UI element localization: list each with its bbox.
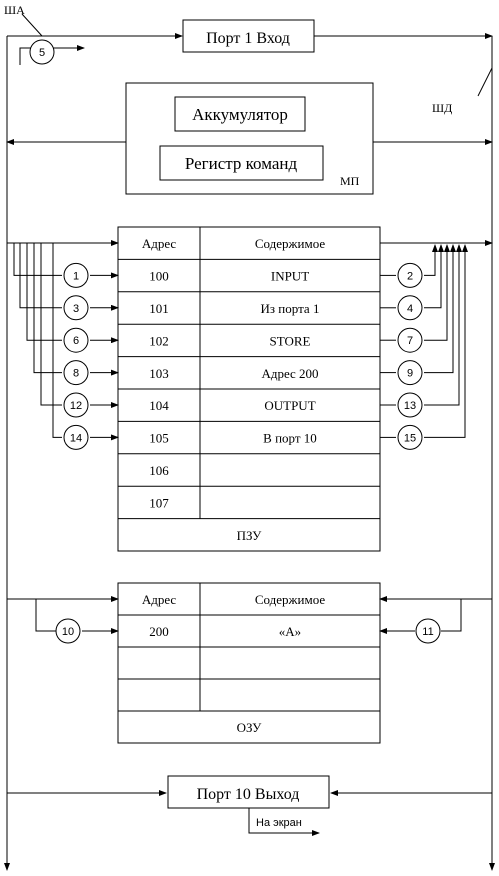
data-bus-leader <box>477 67 493 97</box>
accumulator-label: Аккумулятор <box>192 105 288 124</box>
step-12-circle <box>63 392 89 418</box>
ram-border <box>117 582 381 744</box>
step-5-label: 5 <box>39 47 45 59</box>
rom-address-branch <box>40 243 62 406</box>
rom-data-branch <box>424 244 456 374</box>
port-out-label: Порт 10 Выход <box>197 786 300 803</box>
microprocessor-box <box>125 82 374 195</box>
step-7-label: 7 <box>407 335 413 347</box>
rom-row-address: 104 <box>149 398 169 413</box>
rom-row-content: В порт 10 <box>263 431 317 446</box>
step-14-label: 14 <box>70 432 82 444</box>
ram-table: Адрес Содержимое 200 «А» ОЗУ <box>117 582 381 744</box>
step-3-label: 3 <box>73 303 79 315</box>
step-9-label: 9 <box>407 368 413 380</box>
ram-header-address: Адрес <box>142 592 177 607</box>
ram-header-content: Содержимое <box>255 592 326 607</box>
step-4-circle <box>397 295 423 321</box>
step-1-circle <box>63 262 89 288</box>
ram-footer: ОЗУ <box>237 720 263 735</box>
address-bus-label: ША <box>4 3 25 17</box>
step-5-circle <box>29 39 55 65</box>
rom-address-branch <box>13 243 62 276</box>
port-in-box <box>182 19 315 53</box>
rom-data-branch <box>424 244 444 309</box>
step-3-circle <box>63 295 89 321</box>
rom-row-address: 103 <box>149 366 169 381</box>
step-1-label: 1 <box>73 270 79 282</box>
instruction-register-label: Регистр команд <box>185 154 298 173</box>
step-11-label: 11 <box>422 626 433 638</box>
address-bus-leader <box>21 13 43 37</box>
instruction-register-box <box>159 145 324 181</box>
step-6-label: 6 <box>73 335 79 347</box>
rom-data-branch <box>424 244 462 406</box>
rom-data-branch <box>424 244 450 341</box>
rom-header-address: Адрес <box>142 236 177 251</box>
rom-row-content: Из порта 1 <box>261 301 320 316</box>
step-4-label: 4 <box>407 303 413 315</box>
to-screen-label: На экран <box>256 817 302 829</box>
port-in-label: Порт 1 Вход <box>206 30 290 47</box>
rom-data-branch <box>424 244 468 438</box>
rom-row-content: Адрес 200 <box>261 366 318 381</box>
rom-address-branch <box>26 243 62 341</box>
step-12-label: 12 <box>70 400 82 412</box>
step-6-circle <box>63 327 89 353</box>
step-15-circle <box>397 424 423 450</box>
mp-label: МП <box>340 174 360 188</box>
step-13-circle <box>397 392 423 418</box>
step-7-circle <box>397 327 423 353</box>
step-2-label: 2 <box>407 270 413 282</box>
rom-header-content: Содержимое <box>255 236 326 251</box>
step-11-circle <box>415 618 441 644</box>
step-10-circle <box>55 618 81 644</box>
rom-row-address: 106 <box>149 463 169 478</box>
data-bus-label: ШД <box>432 101 452 115</box>
rom-address-branch <box>52 243 62 438</box>
rom-address-branch <box>19 243 62 309</box>
ram-step-10-leader <box>35 599 56 632</box>
ram-row-address: 200 <box>149 624 169 639</box>
rom-data-branch <box>424 244 438 276</box>
rom-row-address: 101 <box>149 301 169 316</box>
step-2-circle <box>397 262 423 288</box>
step-8-label: 8 <box>73 368 79 380</box>
rom-row-address: 107 <box>149 495 169 510</box>
step-10-label: 10 <box>62 626 74 638</box>
step-14-circle <box>63 424 89 450</box>
ram-row-content: «А» <box>279 624 301 639</box>
rom-row-address: 100 <box>149 269 169 284</box>
step-13-label: 13 <box>404 400 416 412</box>
rom-row-content: OUTPUT <box>264 398 315 413</box>
step-8-circle <box>63 360 89 386</box>
rom-row-content: INPUT <box>271 269 309 284</box>
step-15-label: 15 <box>404 432 416 444</box>
rom-table: Адрес Содержимое 100 INPUT 101 Из порта 1 102 S… <box>117 226 381 552</box>
rom-footer: ПЗУ <box>237 528 263 543</box>
to-screen-arrow <box>248 808 320 836</box>
ram-step-11-leader <box>441 599 462 632</box>
step-5-arrow <box>19 45 85 65</box>
accumulator-box <box>174 96 306 132</box>
rom-row-content: STORE <box>270 333 311 348</box>
rom-row-address: 105 <box>149 431 169 446</box>
rom-row-address: 102 <box>149 333 169 348</box>
step-9-circle <box>397 360 423 386</box>
